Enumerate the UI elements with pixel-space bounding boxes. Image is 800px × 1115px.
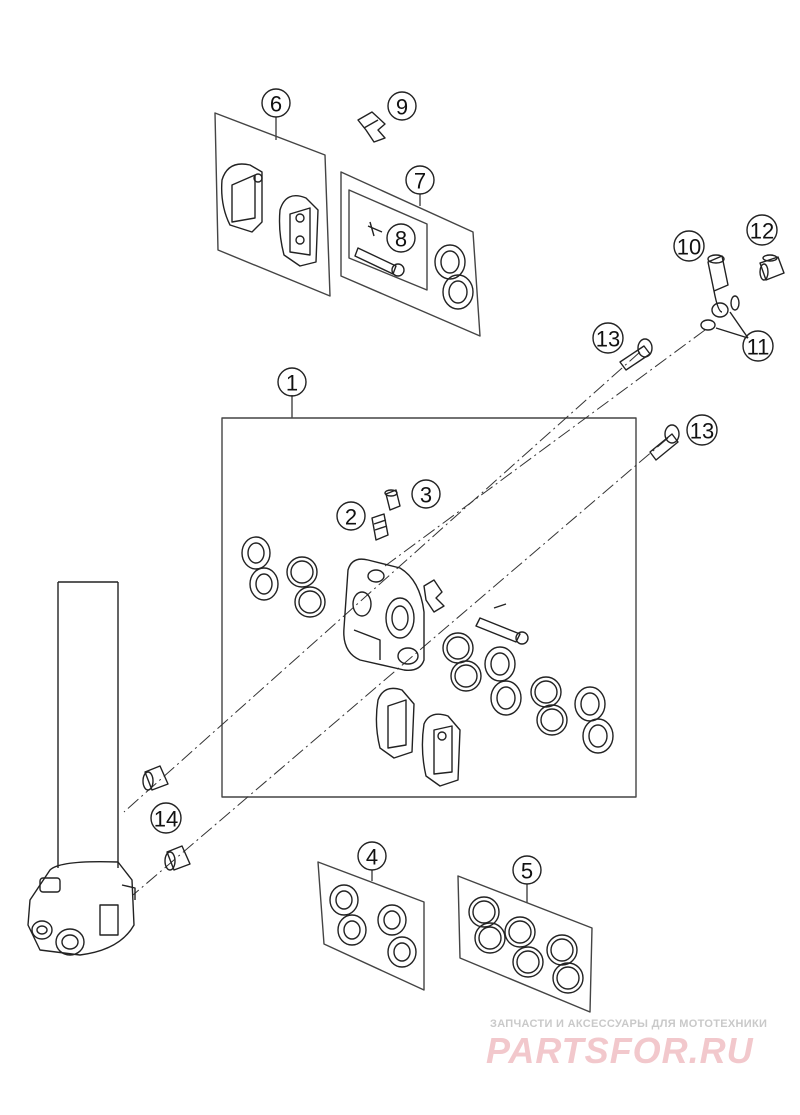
- svg-text:13: 13: [690, 419, 714, 444]
- callout-12: 12: [746, 214, 778, 246]
- callout-5: 5: [512, 855, 542, 885]
- svg-text:3: 3: [420, 483, 432, 508]
- callout-14: 14: [150, 802, 182, 834]
- callout-10: 10: [673, 230, 705, 262]
- watermark-logo: PARTSFOR.RU: [486, 1030, 754, 1071]
- seal-kit-frame-5: [457, 875, 593, 1013]
- svg-text:10: 10: [677, 235, 701, 260]
- brake-pad-kit-6: [214, 112, 331, 297]
- svg-text:11: 11: [747, 335, 770, 360]
- caliper-body: [343, 558, 425, 671]
- bleeder-cap-3: [384, 489, 401, 511]
- svg-text:4: 4: [366, 845, 378, 870]
- seal-kit-rings-5: [468, 896, 584, 994]
- svg-text:13: 13: [596, 327, 620, 352]
- svg-text:12: 12: [750, 219, 774, 244]
- svg-text:9: 9: [396, 95, 408, 120]
- svg-text:7: 7: [414, 169, 426, 194]
- guide-pin-8: [354, 221, 405, 277]
- caliper-guide-pin: [475, 603, 529, 645]
- caliper-assembly-frame: [221, 395, 637, 798]
- svg-text:8: 8: [395, 227, 407, 252]
- svg-text:14: 14: [154, 807, 178, 832]
- svg-text:2: 2: [345, 505, 357, 530]
- piston-kit-frame-4: [317, 861, 425, 991]
- bleeder-screw-2: [371, 513, 389, 541]
- callout-2: 2: [336, 501, 366, 531]
- callout-3: 3: [411, 479, 441, 509]
- callout-1: 1: [277, 367, 307, 397]
- caliper-bolt-13-lower: [649, 424, 680, 461]
- callout-11: 11: [742, 330, 774, 362]
- spacer-bushing-14: [142, 765, 191, 871]
- pin-kit-frame-8: [348, 189, 428, 291]
- caliper-bolt-13-upper: [619, 338, 653, 371]
- caliper-pad-spring: [423, 579, 445, 613]
- piston-kit-pistons-4: [329, 884, 417, 968]
- bleeder-valve-12: [759, 254, 785, 281]
- watermark-caption: ЗАПЧАСТИ И АКСЕССУАРЫ ДЛЯ МОТОТЕХНИКИ: [490, 1018, 768, 1030]
- seal-kit-frame-7: [340, 171, 481, 337]
- piston-left-cluster: [241, 536, 326, 618]
- svg-text:6: 6: [270, 92, 282, 117]
- callout-6: 6: [261, 88, 291, 118]
- brake-pads-in-caliper: [375, 687, 461, 787]
- svg-text:5: 5: [521, 859, 533, 884]
- fork-leg: [27, 581, 136, 956]
- callout-8: 8: [386, 223, 416, 253]
- callout-9: 9: [387, 91, 417, 121]
- piston-right-cluster: [442, 632, 614, 754]
- banjo-bolt-10: [707, 254, 729, 318]
- callout-13-lower: 13: [686, 414, 718, 446]
- sealing-washers-11: [700, 295, 749, 339]
- callout-13-upper: 13: [592, 322, 624, 354]
- callout-4: 4: [357, 841, 387, 871]
- callout-7: 7: [405, 165, 435, 195]
- pad-spring-9: [357, 111, 386, 143]
- assembly-axis-lines: [123, 329, 706, 896]
- svg-text:1: 1: [286, 371, 298, 396]
- piston-seals-7: [434, 244, 474, 310]
